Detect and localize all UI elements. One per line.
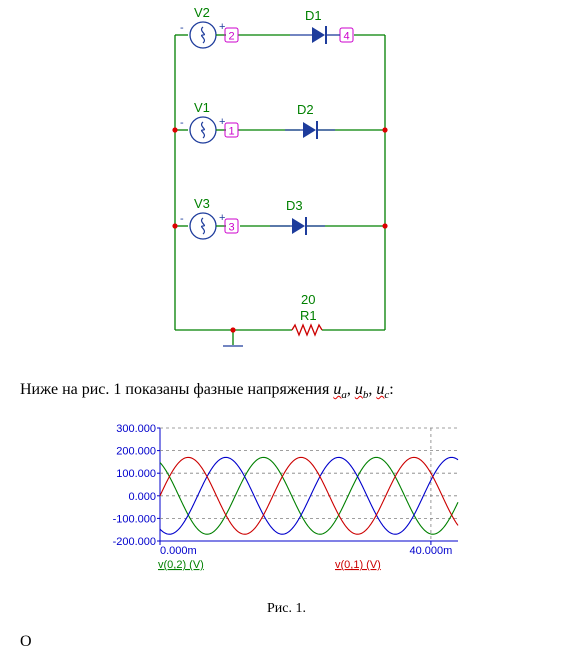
- y-tick-label: -200.000: [113, 536, 156, 548]
- chart-series: [159, 456, 459, 535]
- var-separator: ,: [368, 381, 377, 398]
- v2-plus-sign: +: [219, 21, 225, 33]
- x-tick-label: 0.000m: [160, 545, 197, 557]
- y-tick-label: -100.000: [113, 513, 156, 525]
- y-tick-label: 100.000: [116, 468, 156, 480]
- v2-minus-sign: -: [180, 22, 184, 34]
- var-separator: :: [389, 381, 394, 398]
- var-uc: uc: [376, 381, 390, 402]
- chart-x-ticks: 0.000m 40.000m: [159, 541, 453, 557]
- source-v1-label: V1: [194, 100, 210, 115]
- node-label-4: 4: [343, 31, 349, 43]
- node-label-2: 2: [228, 31, 234, 43]
- intro-paragraph: Ниже на рис. 1 показаны фазные напряжени…: [20, 381, 560, 401]
- voltage-chart: 300.000 200.000 100.000 0.000 -100.000 -200.0…: [113, 423, 459, 571]
- x-tick-label: 40.000m: [410, 545, 453, 557]
- v3-minus-sign: -: [180, 213, 184, 225]
- diode-d1-label: D1: [305, 8, 322, 23]
- voltage-source-v2[interactable]: [189, 21, 226, 49]
- legend-label-0: v(0,2) (V): [158, 559, 204, 571]
- diode-d3-label: D3: [286, 198, 303, 213]
- junction-dots: [172, 127, 388, 333]
- y-tick-label: 300.000: [116, 423, 156, 435]
- source-v3-label: V3: [194, 196, 210, 211]
- v3-plus-sign: +: [219, 212, 225, 224]
- node-label-1: 1: [228, 126, 234, 138]
- diode-d3[interactable]: [270, 217, 325, 235]
- y-tick-label: 200.000: [116, 446, 156, 458]
- circuit-schematic: V2 V1 V3 - + - + - + 2 1 3 4 D1 D2 D3 20…: [172, 5, 388, 347]
- voltage-source-v3[interactable]: [189, 212, 226, 240]
- resistor-r1[interactable]: [291, 323, 323, 337]
- chart-legend: v(0,2) (V) v(0,1) (V): [158, 559, 381, 571]
- chart-y-ticks: 300.000 200.000 100.000 0.000 -100.000 -200.0…: [113, 423, 160, 548]
- voltage-source-v1[interactable]: [189, 116, 226, 144]
- node-label-3: 3: [228, 222, 234, 234]
- series-line-0: [159, 456, 459, 535]
- series-line-1: [159, 456, 459, 535]
- legend-label-2: v(0,1) (V): [335, 559, 381, 571]
- next-paragraph-start: О: [20, 633, 32, 650]
- v1-minus-sign: -: [180, 117, 184, 129]
- resistor-value: 20: [301, 292, 315, 307]
- diode-d1[interactable]: [290, 26, 340, 44]
- diode-d2[interactable]: [285, 121, 335, 139]
- series-line-2: [159, 456, 459, 535]
- var-separator: ,: [346, 381, 355, 398]
- y-tick-label: 0.000: [128, 491, 156, 503]
- var-ua: ua: [333, 381, 347, 402]
- node-label-boxes: [224, 27, 354, 234]
- chart-grid: [159, 427, 458, 542]
- var-ub: ub: [354, 381, 369, 402]
- paragraph-text: Ниже на рис. 1 показаны фазные напряжени…: [20, 381, 334, 398]
- source-v2-label: V2: [194, 5, 210, 20]
- v1-plus-sign: +: [219, 116, 225, 128]
- resistor-label: R1: [300, 308, 317, 323]
- figure-caption: Рис. 1.: [267, 601, 306, 616]
- diode-d2-label: D2: [297, 102, 314, 117]
